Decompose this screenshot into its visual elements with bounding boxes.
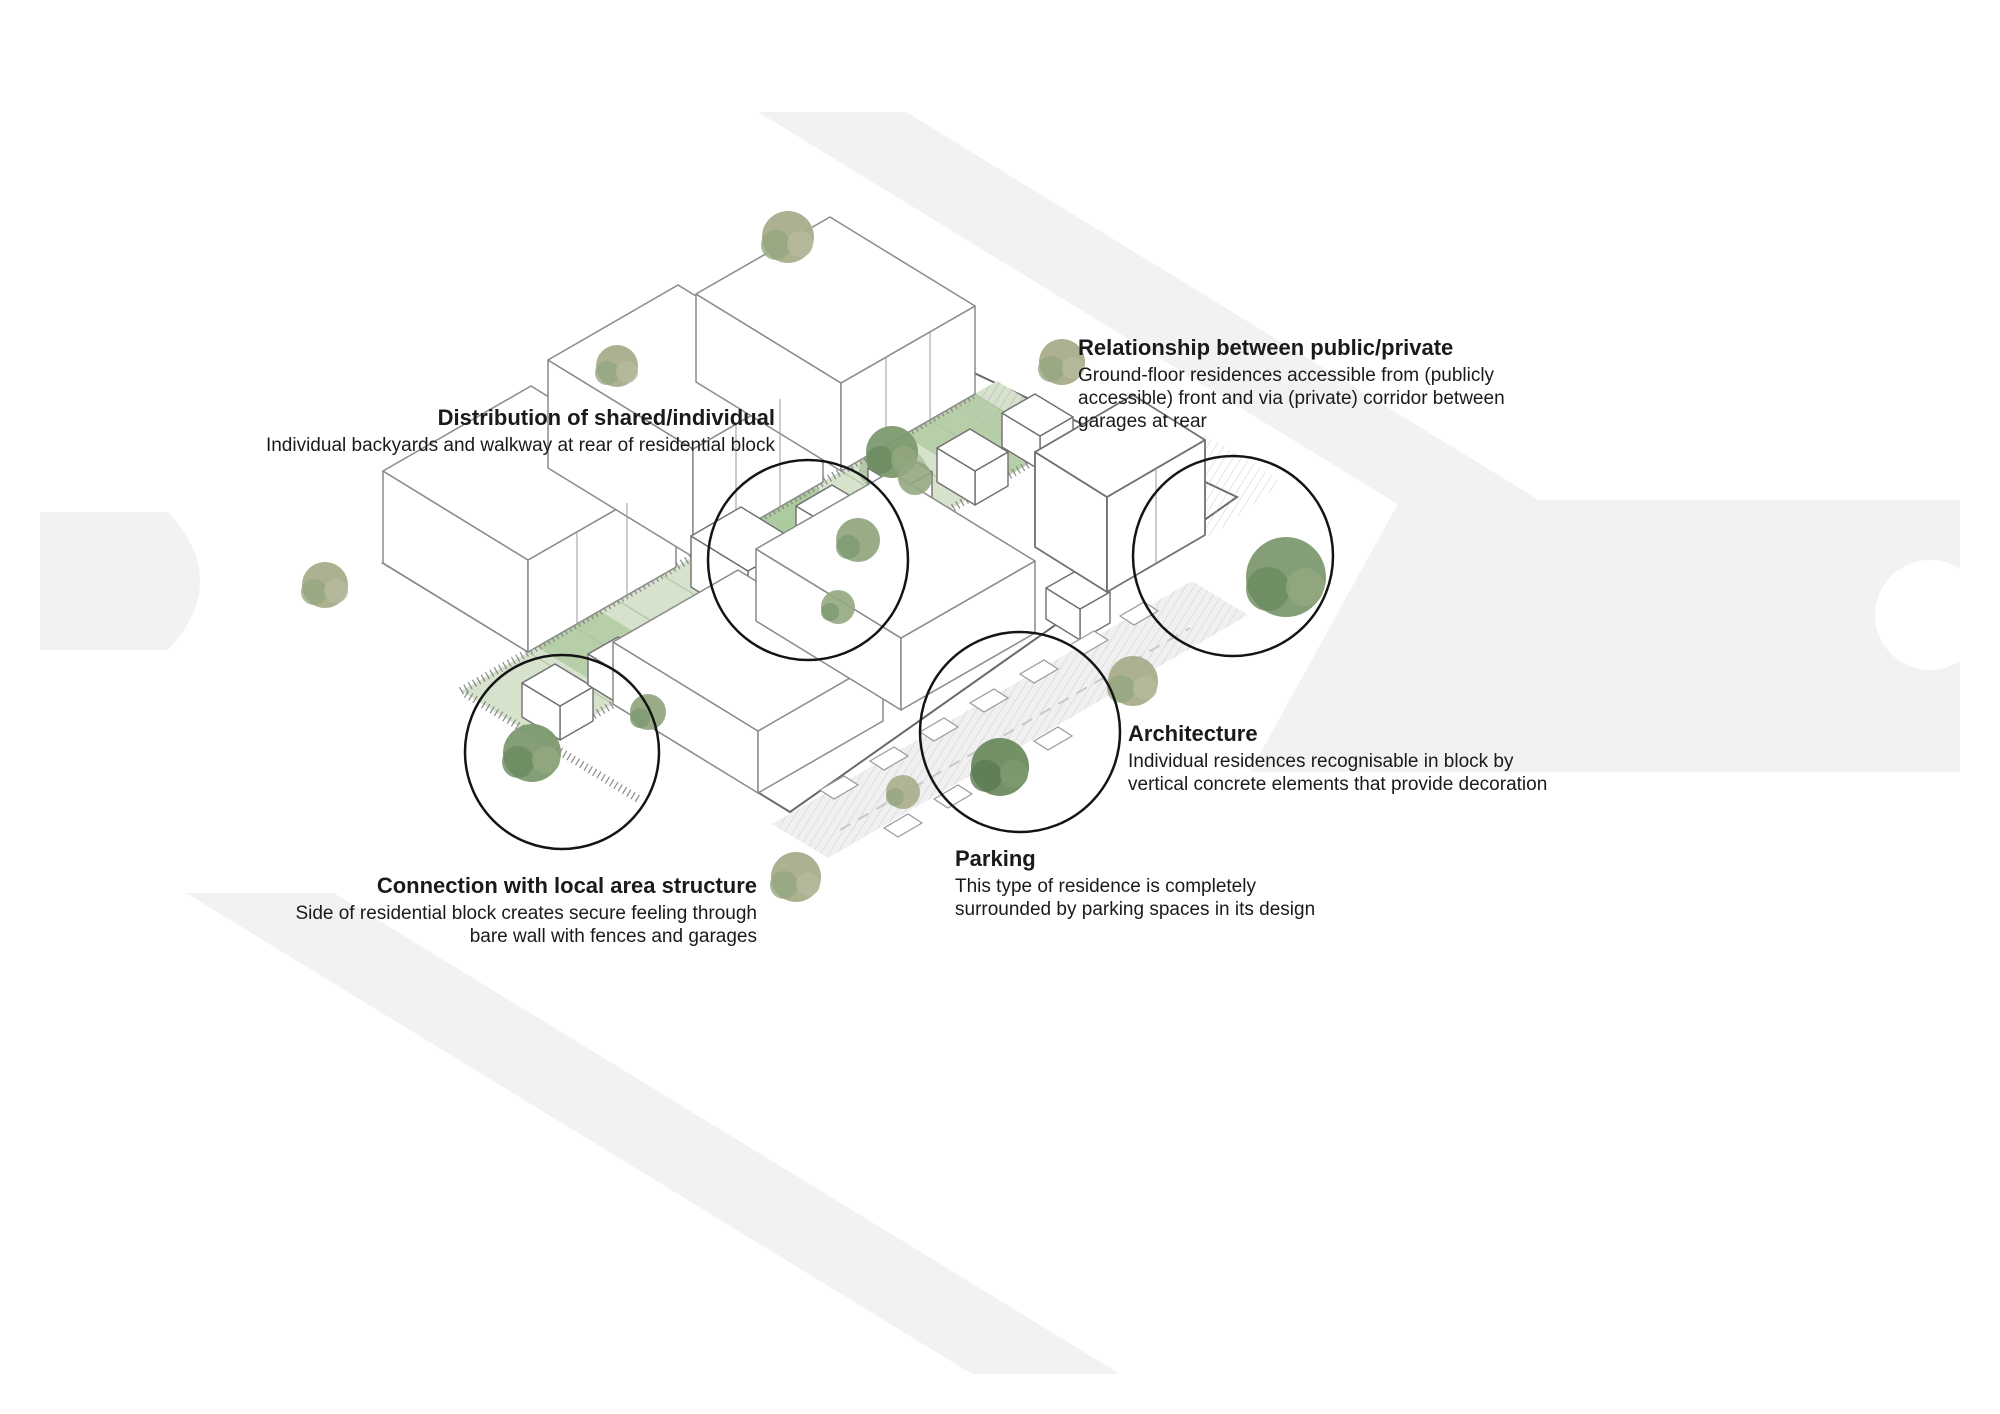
tree [970, 738, 1029, 796]
tree [301, 562, 348, 608]
tree [1246, 537, 1326, 617]
tree [1107, 656, 1158, 706]
tree [761, 211, 814, 263]
trees-group [301, 211, 1326, 902]
street-corner-curve [1875, 560, 1985, 670]
tree [886, 775, 920, 809]
street-intersection-right [1250, 500, 1960, 772]
annotation-title: Parking [955, 846, 1036, 871]
parking-cars [818, 601, 1160, 838]
annotation-public-private: Relationship between public/private Grou… [1078, 334, 1518, 433]
tree [630, 694, 666, 730]
annotation-body: This type of residence is completely sur… [955, 875, 1316, 920]
highlight-circle-shared-individual [706, 458, 910, 662]
annotation-shared-individual: Distribution of shared/individual Indivi… [240, 404, 775, 457]
corner-building [1034, 394, 1206, 593]
tree [595, 345, 638, 387]
annotation-architecture: Architecture Individual residences recog… [1128, 720, 1568, 796]
annotation-local-area: Connection with local area structure Sid… [257, 872, 757, 948]
annotation-title: Distribution of shared/individual [437, 405, 775, 430]
annotation-body: Ground-floor residences accessible from … [1078, 364, 1505, 432]
annotation-body: Side of residential block creates secure… [295, 902, 757, 947]
highlight-circle-public-private [1131, 454, 1335, 658]
upper-row-buildings [382, 216, 976, 653]
street-southwest [186, 893, 1120, 1374]
annotation-body: Individual residences recognisable in bl… [1128, 750, 1548, 795]
tree [502, 724, 561, 782]
tree [836, 518, 880, 562]
street-left-stub [40, 512, 200, 650]
annotation-body: Individual backyards and walkway at rear… [265, 434, 775, 456]
tree [821, 590, 855, 624]
annotation-title: Connection with local area structure [376, 873, 757, 898]
annotation-title: Relationship between public/private [1078, 335, 1454, 360]
annotation-title: Architecture [1128, 721, 1258, 746]
tree [1038, 339, 1085, 385]
highlight-circle-local-area [463, 653, 661, 851]
streets-group [40, 112, 1985, 1374]
annotation-parking: Parking This type of residence is comple… [955, 845, 1325, 921]
tree [770, 852, 821, 902]
highlight-circles [463, 454, 1335, 851]
tree [898, 461, 932, 495]
highlight-circle-parking [918, 630, 1122, 834]
tree [866, 426, 918, 478]
